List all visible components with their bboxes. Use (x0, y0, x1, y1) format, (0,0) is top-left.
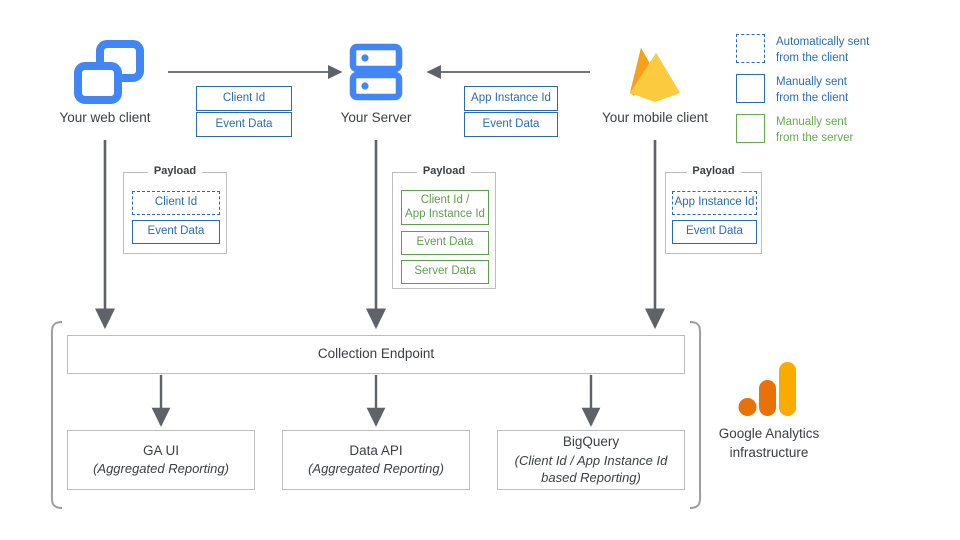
web-client-label: Your web client (59, 110, 151, 125)
payload-mobile-item-app-instance-id: App Instance Id (672, 191, 757, 215)
legend-label-line2: from the client (776, 51, 849, 64)
firebase-flame-icon (630, 48, 680, 102)
legend-label-line1: Manually sent (776, 76, 847, 88)
legend-label-line1: Automatically sent (776, 36, 870, 48)
legend-label-manual-client: Manually sent from the client (776, 74, 848, 106)
collection-endpoint-box: Collection Endpoint (67, 335, 685, 374)
output-data-api-title: Data API (349, 443, 403, 459)
output-bigquery-sub-line1: (Client Id / App Instance Id (514, 452, 668, 468)
transport-chip-app-instance-id: App Instance Id (464, 86, 558, 111)
ga-infrastructure-label-line1: Google Analytics (718, 426, 820, 441)
collection-endpoint-label: Collection Endpoint (317, 346, 435, 362)
output-ga-ui-title: GA UI (142, 443, 179, 459)
legend-item-manual-client: Manually sent from the client (736, 74, 848, 106)
transport-chip-event-data: Event Data (196, 112, 292, 137)
payload-mobile-title: Payload (686, 165, 741, 177)
ga-infrastructure-label: Google Analytics infrastructure (690, 425, 848, 463)
output-box-bigquery: BigQuery (Client Id / App Instance Id ba… (497, 430, 685, 490)
legend-swatch-solid-blue (736, 74, 765, 103)
legend-item-auto-client: Automatically sent from the client (736, 34, 869, 66)
server-rack-icon (349, 43, 403, 101)
google-analytics-icon (738, 362, 796, 416)
payload-server-item-event-data: Event Data (401, 231, 489, 255)
legend-label-line1: Manually sent (776, 116, 847, 128)
bracket-right (689, 321, 702, 509)
payload-server-item-server-data: Server Data (401, 260, 489, 284)
legend-swatch-dashed-blue (736, 34, 765, 63)
ga-infrastructure-label-line2: infrastructure (729, 444, 809, 460)
legend-label-line2: from the server (776, 131, 854, 144)
payload-server-title: Payload (416, 165, 472, 177)
output-data-api-sub: (Aggregated Reporting) (308, 461, 444, 477)
payload-server-item-ids-line2: App Instance Id (405, 207, 485, 220)
payload-web-item-client-id: Client Id (132, 191, 220, 215)
legend-label-auto-client: Automatically sent from the client (776, 34, 869, 66)
output-ga-ui-sub: (Aggregated Reporting) (93, 461, 229, 477)
payload-server-item-ids-line1: Client Id / (420, 194, 470, 207)
output-bigquery-title: BigQuery (562, 434, 620, 450)
legend-label-line2: from the client (776, 91, 849, 104)
output-box-ga-ui: GA UI (Aggregated Reporting) (67, 430, 255, 490)
payload-web-item-event-data: Event Data (132, 220, 220, 244)
payload-mobile: Payload App Instance Id Event Data (665, 165, 762, 254)
legend-label-manual-server: Manually sent from the server (776, 114, 853, 146)
payload-server-item-ids: Client Id / App Instance Id (401, 190, 489, 225)
payload-mobile-item-event-data: Event Data (672, 220, 757, 244)
output-bigquery-sub-line2: based Reporting) (541, 470, 641, 486)
bracket-left (50, 321, 63, 509)
server-label: Your Server (340, 110, 412, 125)
payload-server: Payload Client Id / App Instance Id Even… (392, 165, 496, 289)
mobile-client-label: Your mobile client (601, 110, 709, 125)
legend-item-manual-server: Manually sent from the server (736, 114, 853, 146)
browser-windows-icon (74, 40, 144, 104)
output-box-data-api: Data API (Aggregated Reporting) (282, 430, 470, 490)
legend-swatch-solid-green (736, 114, 765, 143)
payload-web-title: Payload (147, 165, 203, 177)
payload-web: Payload Client Id Event Data (123, 165, 227, 254)
transport-chip-client-id: Client Id (196, 86, 292, 111)
transport-chip-event-data-mobile: Event Data (464, 112, 558, 137)
